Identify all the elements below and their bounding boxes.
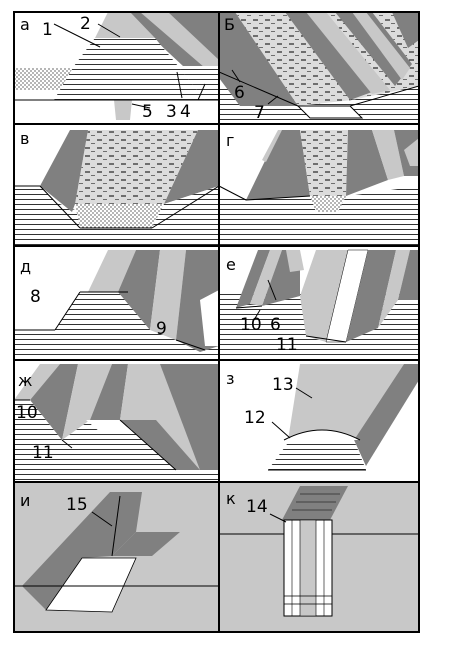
panel-z-callout-13: 13 <box>272 375 294 395</box>
panel-b <box>219 12 419 124</box>
panel-e <box>219 246 419 360</box>
panel-v <box>14 124 219 246</box>
panel-v-letter: в <box>20 129 29 148</box>
panel-zh <box>14 360 219 482</box>
panel-g-letter: г <box>226 131 234 150</box>
panel-b-callout-7: 7 <box>254 103 265 123</box>
panel-a-callout-3: 3 <box>166 102 177 122</box>
panel-a-callout-4: 4 <box>180 102 191 122</box>
panel-z-letter: з <box>226 369 235 388</box>
panel-a <box>14 12 219 124</box>
panel-a-letter: а <box>20 15 30 34</box>
panel-e-letter: е <box>226 255 236 274</box>
panel-a-callout-1: 1 <box>42 20 53 40</box>
panel-g <box>219 124 419 246</box>
panel-e-callout-6: 6 <box>270 315 281 335</box>
panel-b-callout-6: 6 <box>234 83 245 103</box>
panel-zh-callout-10: 10 <box>16 403 38 423</box>
panel-grid <box>13 11 420 633</box>
panel-b-letter: Б <box>224 15 235 34</box>
panel-k <box>219 482 419 632</box>
panel-i <box>14 482 219 632</box>
panel-zh-callout-11: 11 <box>32 443 54 463</box>
panel-d-callout-8: 8 <box>30 287 41 307</box>
panel-zh-letter: ж <box>18 371 32 390</box>
panel-k-letter: к <box>226 489 236 508</box>
panel-d-callout-9: 9 <box>156 319 167 339</box>
panel-e-callout-11: 11 <box>276 335 298 355</box>
panel-z <box>219 360 419 482</box>
panel-d <box>14 246 219 360</box>
panel-i-letter: и <box>20 491 30 510</box>
panel-k-callout-14: 14 <box>246 497 268 517</box>
panel-e-callout-10: 10 <box>240 315 262 335</box>
panel-a-callout-5: 5 <box>142 102 153 122</box>
panel-d-letter: д <box>20 257 31 276</box>
panel-i-callout-15: 15 <box>66 495 88 515</box>
panel-z-callout-12: 12 <box>244 408 266 428</box>
panel-a-callout-2: 2 <box>80 14 91 34</box>
